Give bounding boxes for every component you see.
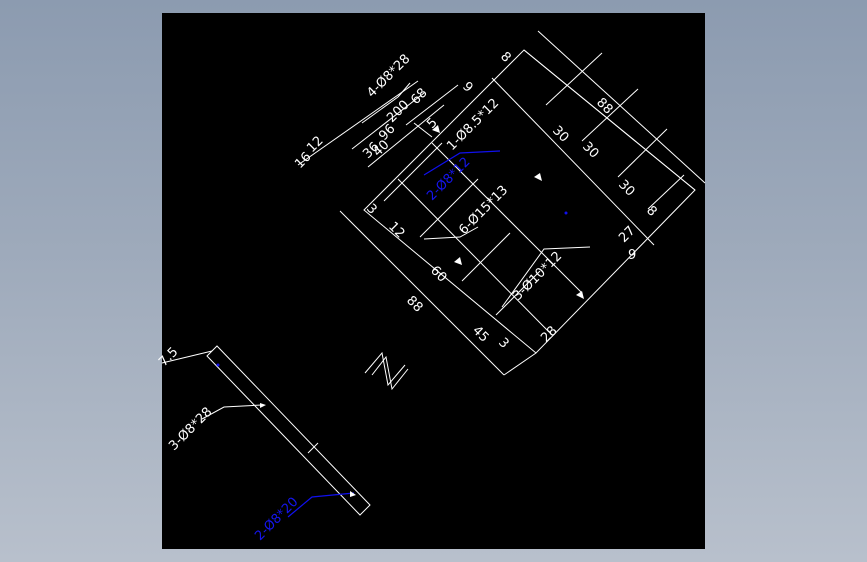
upper-dim-line (397, 178, 553, 336)
dim-label: 9 (628, 248, 636, 263)
upper-dim-line (405, 84, 459, 126)
dim-label: 12 (304, 134, 326, 156)
upper-dim-line (491, 77, 655, 246)
dim-label: 30 (549, 123, 571, 145)
lower-leader (201, 404, 263, 420)
dim-label: 30 (615, 177, 637, 199)
dim-label: 9 (459, 79, 475, 95)
upper-dim-line (647, 174, 685, 210)
upper-leader (423, 226, 479, 240)
callout-text: 6-Ø15*13 (456, 183, 511, 238)
break-symbol (364, 351, 409, 391)
upper-leader (501, 246, 591, 308)
callout-text: 3-Ø8*28 (166, 405, 215, 454)
dim-label: 7.5 (156, 345, 181, 370)
lower-bar-drawing (161, 345, 371, 518)
dim-label: 8 (643, 203, 659, 219)
lower-bar-outline (206, 345, 371, 516)
arrow-mark (454, 257, 462, 265)
lower-dim-line (161, 350, 213, 364)
dim-label: 60 (427, 263, 449, 285)
upper-dim-line (383, 142, 443, 202)
upper-highlight-mark (564, 211, 568, 215)
upper-dim-line (503, 352, 537, 376)
dim-label: 3 (495, 335, 511, 351)
upper-dim-line (419, 178, 479, 238)
upper-dim-line (297, 80, 419, 166)
arrow-mark (350, 491, 356, 497)
dim-label: 30 (579, 139, 601, 161)
arrow-mark (534, 173, 542, 181)
upper-dim-line (581, 88, 639, 142)
callout-text: 4-Ø8*28 (364, 52, 413, 101)
upper-leader (361, 96, 399, 124)
dim-label: 28 (538, 324, 560, 346)
dim-label: 3 (363, 201, 379, 217)
upper-plate-drawing (297, 30, 706, 376)
upper-dim-line (617, 128, 668, 178)
dim-label: 68 (408, 86, 430, 108)
lower-dim-line (307, 442, 319, 454)
dim-label: 45 (469, 323, 491, 345)
callout-text-highlight: 2-Ø8*20 (252, 495, 301, 544)
upper-dim-line (431, 142, 583, 294)
lower-highlight-leader (287, 492, 355, 518)
callout-text-highlight: 2-Ø8*12 (424, 155, 473, 204)
upper-dim-line (461, 232, 511, 282)
upper-dim-line (545, 52, 603, 106)
dim-label: 12 (385, 219, 407, 241)
upper-dim-line (523, 49, 696, 191)
dim-label: 88 (403, 293, 425, 315)
upper-highlight-leader (423, 150, 501, 176)
upper-dim-line (537, 30, 706, 184)
upper-dim-line (339, 210, 505, 376)
upper-dim-line (495, 270, 541, 316)
lower-texts: 7.5 3-Ø8*28 2-Ø8*20 (156, 345, 301, 544)
upper-dim-line (351, 92, 425, 150)
upper-dim-line (413, 122, 433, 138)
drawing-viewport[interactable]: 4-Ø8*28 1-Ø8.5*12 2-Ø8*12 6-Ø15*13 3-Ø10… (156, 13, 706, 549)
arrow-mark (576, 291, 584, 299)
upper-dimensions: 200 96 68 36 40 12 16 5 30 30 30 8 8 88 … (292, 49, 659, 351)
upper-leader (397, 82, 411, 98)
callout-text: 1-Ø8.5*12 (444, 96, 502, 154)
upper-dim-line (367, 104, 445, 168)
lower-highlight-mark (216, 363, 220, 367)
arrow-mark (260, 403, 266, 408)
cad-drawing: 4-Ø8*28 1-Ø8.5*12 2-Ø8*12 6-Ø15*13 3-Ø10… (156, 30, 706, 544)
arrow-mark (432, 125, 440, 133)
dim-label: 27 (616, 224, 638, 246)
